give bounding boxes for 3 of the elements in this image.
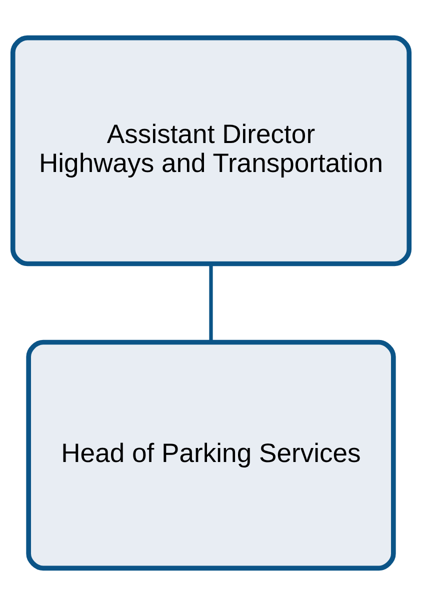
node-box: Head of Parking Services xyxy=(26,339,396,570)
node-box: Assistant Director Highways and Transportation xyxy=(10,34,412,266)
connector xyxy=(209,264,213,342)
